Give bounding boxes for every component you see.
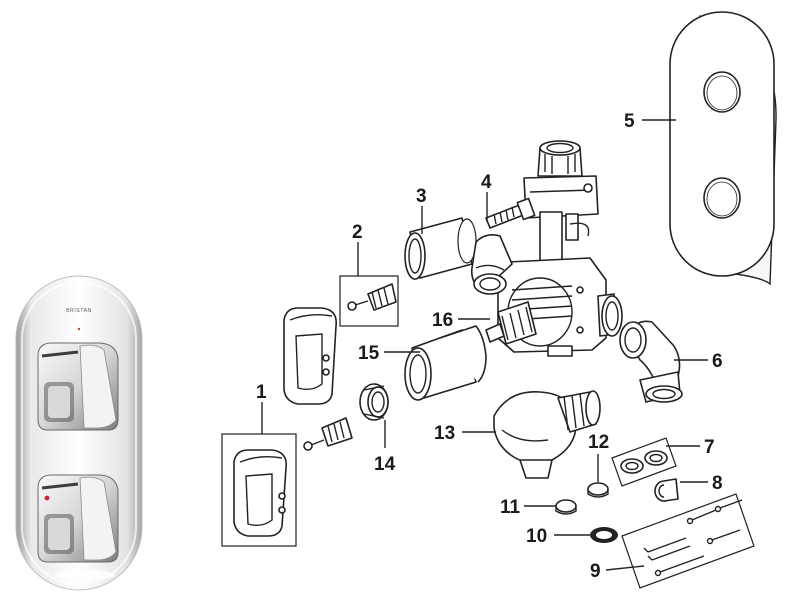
faceplate-hole-upper (703, 71, 741, 113)
callout-12: 12 (588, 432, 609, 453)
part-2-group (339, 275, 399, 327)
part-10-washer (590, 527, 618, 543)
callout-4: 4 (481, 172, 492, 193)
upper-handle (37, 342, 119, 431)
callout-14: 14 (374, 454, 396, 475)
callout-16: 16 (432, 310, 453, 331)
hot-indicator-dot (44, 495, 50, 501)
part-8-nut (654, 478, 679, 502)
part-6-elbow (619, 320, 683, 403)
callout-labels: 1 2 3 4 5 6 7 8 9 10 11 12 13 14 15 16 (256, 111, 723, 582)
callout-3: 3 (416, 186, 427, 207)
part-11-disc (555, 499, 577, 515)
part-2-box (339, 275, 399, 327)
callout-7: 7 (704, 437, 715, 458)
callout-10: 10 (526, 526, 547, 547)
brand-logo: BRISTAN (66, 308, 92, 314)
upper-handle-drawing (283, 307, 338, 405)
leader-9 (605, 565, 645, 571)
lower-handle (37, 474, 119, 563)
part-1-group (221, 433, 297, 547)
callout-13: 13 (434, 423, 455, 444)
part-1-box (221, 433, 297, 547)
lower-screw-adapter (303, 417, 353, 451)
callout-6: 6 (712, 351, 723, 372)
callout-1: 1 (256, 382, 267, 403)
callout-2: 2 (352, 222, 363, 243)
faceplate-shape (669, 11, 775, 277)
part-14-ring (359, 383, 389, 421)
callout-15: 15 (358, 343, 380, 364)
callout-5: 5 (624, 111, 635, 132)
callout-11: 11 (500, 497, 521, 518)
part-9-group (621, 493, 755, 589)
valve-body-assembly (497, 140, 623, 357)
part-13-outlet-elbow (493, 390, 601, 479)
leader-lines (261, 119, 708, 571)
part-16-cartridge (485, 301, 537, 345)
callout-9: 9 (590, 561, 601, 582)
part-7-group (611, 437, 677, 487)
part-5-faceplate (669, 11, 777, 286)
callout-8: 8 (712, 473, 723, 494)
part-12-disc (587, 482, 609, 498)
part-15-shroud (404, 325, 487, 401)
inlet-elbow (470, 234, 513, 295)
part-4-spindle (485, 197, 536, 229)
product-photo: BRISTAN (15, 275, 143, 591)
faceplate-hole-lower (703, 177, 741, 219)
part-3-shroud (404, 217, 477, 280)
